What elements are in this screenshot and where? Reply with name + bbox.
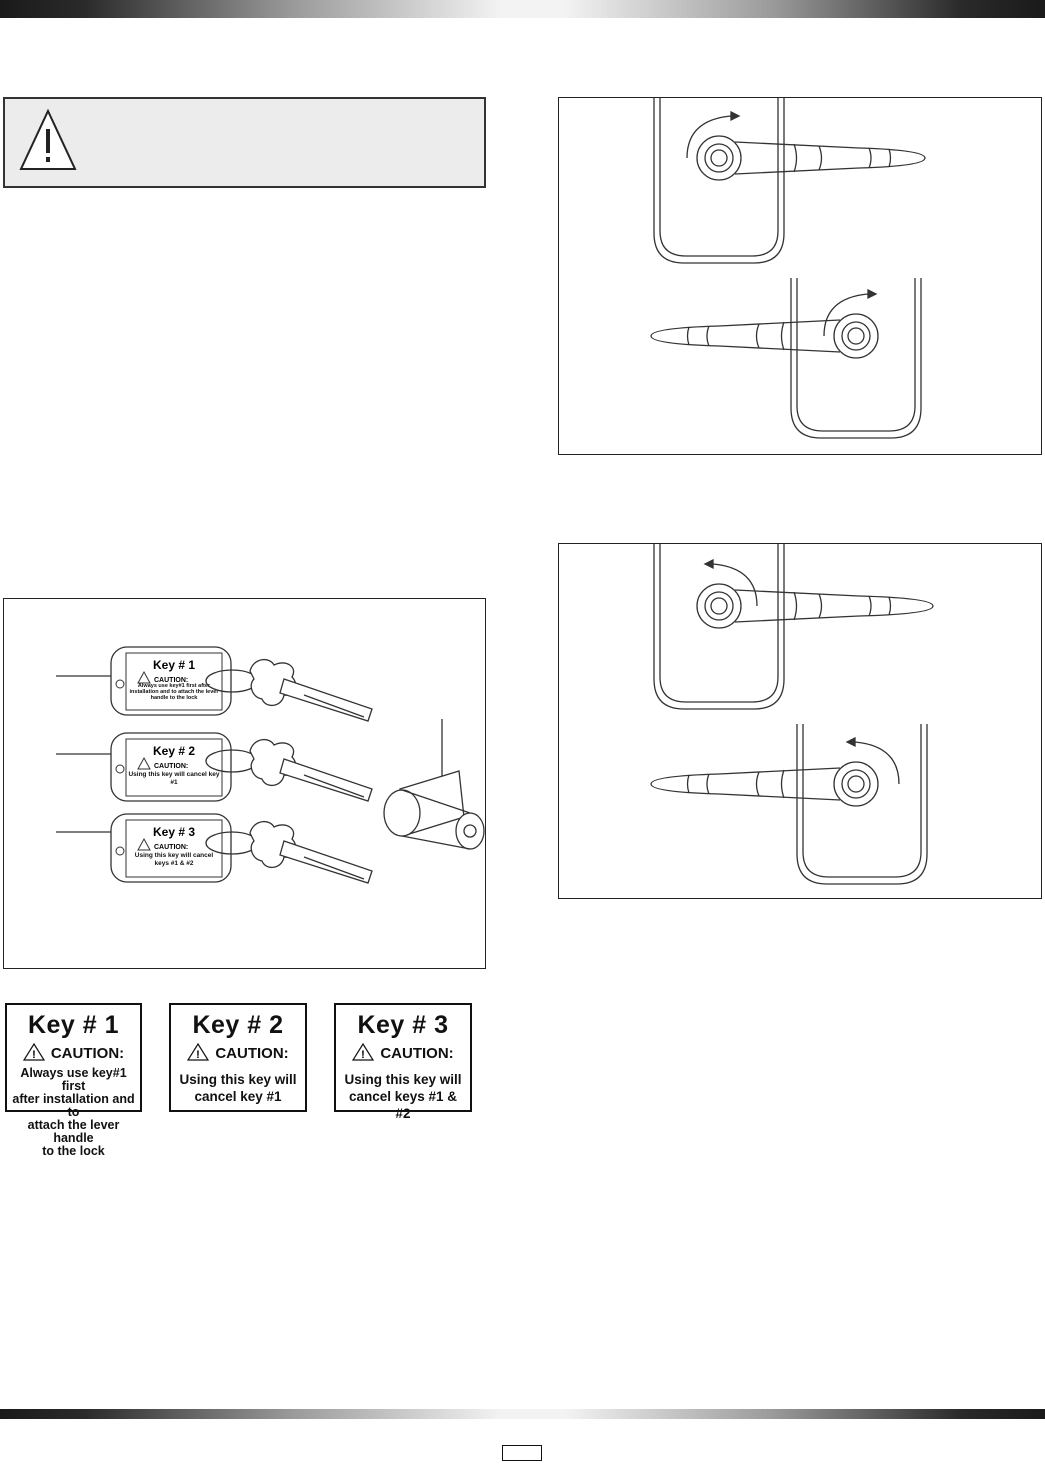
key-icon <box>205 659 373 722</box>
lever-diagram-2 <box>650 544 934 885</box>
tag-1-title: Key # 1 <box>153 658 195 672</box>
rotate-arrow-icon <box>686 115 732 159</box>
key-1-line-1: Always use key#1 first <box>20 1066 127 1093</box>
key-2-line-2: cancel key #1 <box>194 1089 282 1104</box>
key-1-caution-row: ! CAUTION: <box>7 1043 140 1063</box>
rotate-arrow-icon <box>854 741 900 785</box>
tag-3-title: Key # 3 <box>153 825 195 839</box>
key-2-caution: CAUTION: <box>215 1045 289 1062</box>
key-3-line-1: Using this key will <box>344 1072 462 1087</box>
svg-text:!: ! <box>361 1049 365 1061</box>
lever-diagram-panel-2 <box>558 543 1042 899</box>
key-icon <box>205 821 373 884</box>
key-3-label: Key # 3 ! CAUTION: Using this key will ca… <box>334 1003 472 1121</box>
tag-1-message: Always use key#1 first after installatio… <box>129 683 219 701</box>
key-1-label: Key # 1 ! CAUTION: Always use key#1 first… <box>5 1003 142 1158</box>
tag-2-message: Using this key will cancel key #1 <box>128 771 220 786</box>
header-bar <box>0 0 1045 18</box>
warning-box <box>3 97 486 188</box>
svg-text:!: ! <box>32 1049 36 1061</box>
key-2-label: Key # 2 ! CAUTION: Using this key will ca… <box>169 1003 307 1112</box>
tag-2-title: Key # 2 <box>153 744 195 758</box>
key-1-line-3: attach the lever handle <box>27 1118 120 1145</box>
footer-bar <box>0 1409 1045 1419</box>
lever-diagram-1 <box>650 98 926 439</box>
key-1-line-2: after installation and to <box>12 1092 135 1119</box>
key-icon <box>205 739 373 802</box>
caution-triangle-icon <box>137 837 151 851</box>
caution-triangle-icon: ! <box>352 1043 375 1061</box>
key-2-label-title: Key # 2 <box>192 1011 284 1039</box>
keys-diagram-panel: Key # 1 CAUTION: Always use key#1 first … <box>3 598 486 969</box>
key-tag-3 <box>110 813 232 883</box>
key-3-label-title: Key # 3 <box>357 1011 449 1039</box>
key-1-label-title: Key # 1 <box>27 1011 120 1039</box>
key-3-caution: CAUTION: <box>380 1045 454 1062</box>
tag-3-caution: CAUTION: <box>154 844 188 851</box>
tag-1-caution: CAUTION: <box>154 677 188 684</box>
caution-triangle-icon <box>137 756 151 770</box>
lock-cylinder-icon <box>383 770 485 850</box>
caution-triangle-icon: ! <box>187 1043 210 1061</box>
caution-triangle-icon: ! <box>22 1043 45 1061</box>
tag-3-message: Using this key will cancel keys #1 & #2 <box>134 852 214 867</box>
key-1-caution: CAUTION: <box>50 1045 125 1062</box>
svg-text:!: ! <box>196 1049 200 1061</box>
page-number-box <box>502 1445 542 1461</box>
key-3-caution-row: ! CAUTION: <box>336 1043 470 1063</box>
key-2-line-1: Using this key will <box>179 1072 297 1087</box>
key-3-line-2: cancel keys #1 & #2 <box>348 1089 458 1121</box>
key-1-line-4: to the lock <box>42 1144 105 1158</box>
caution-triangle-icon <box>137 670 151 684</box>
rotate-arrow-icon <box>823 293 869 337</box>
tag-2-caution: CAUTION: <box>154 763 188 770</box>
key-tag-2 <box>110 732 232 802</box>
lever-diagram-panel-1 <box>558 97 1042 455</box>
keys-diagram: Key # 1 CAUTION: Always use key#1 first … <box>56 646 485 884</box>
warning-triangle-icon <box>19 108 77 170</box>
key-2-caution-row: ! CAUTION: <box>171 1043 305 1063</box>
rotate-arrow-icon <box>712 563 758 607</box>
